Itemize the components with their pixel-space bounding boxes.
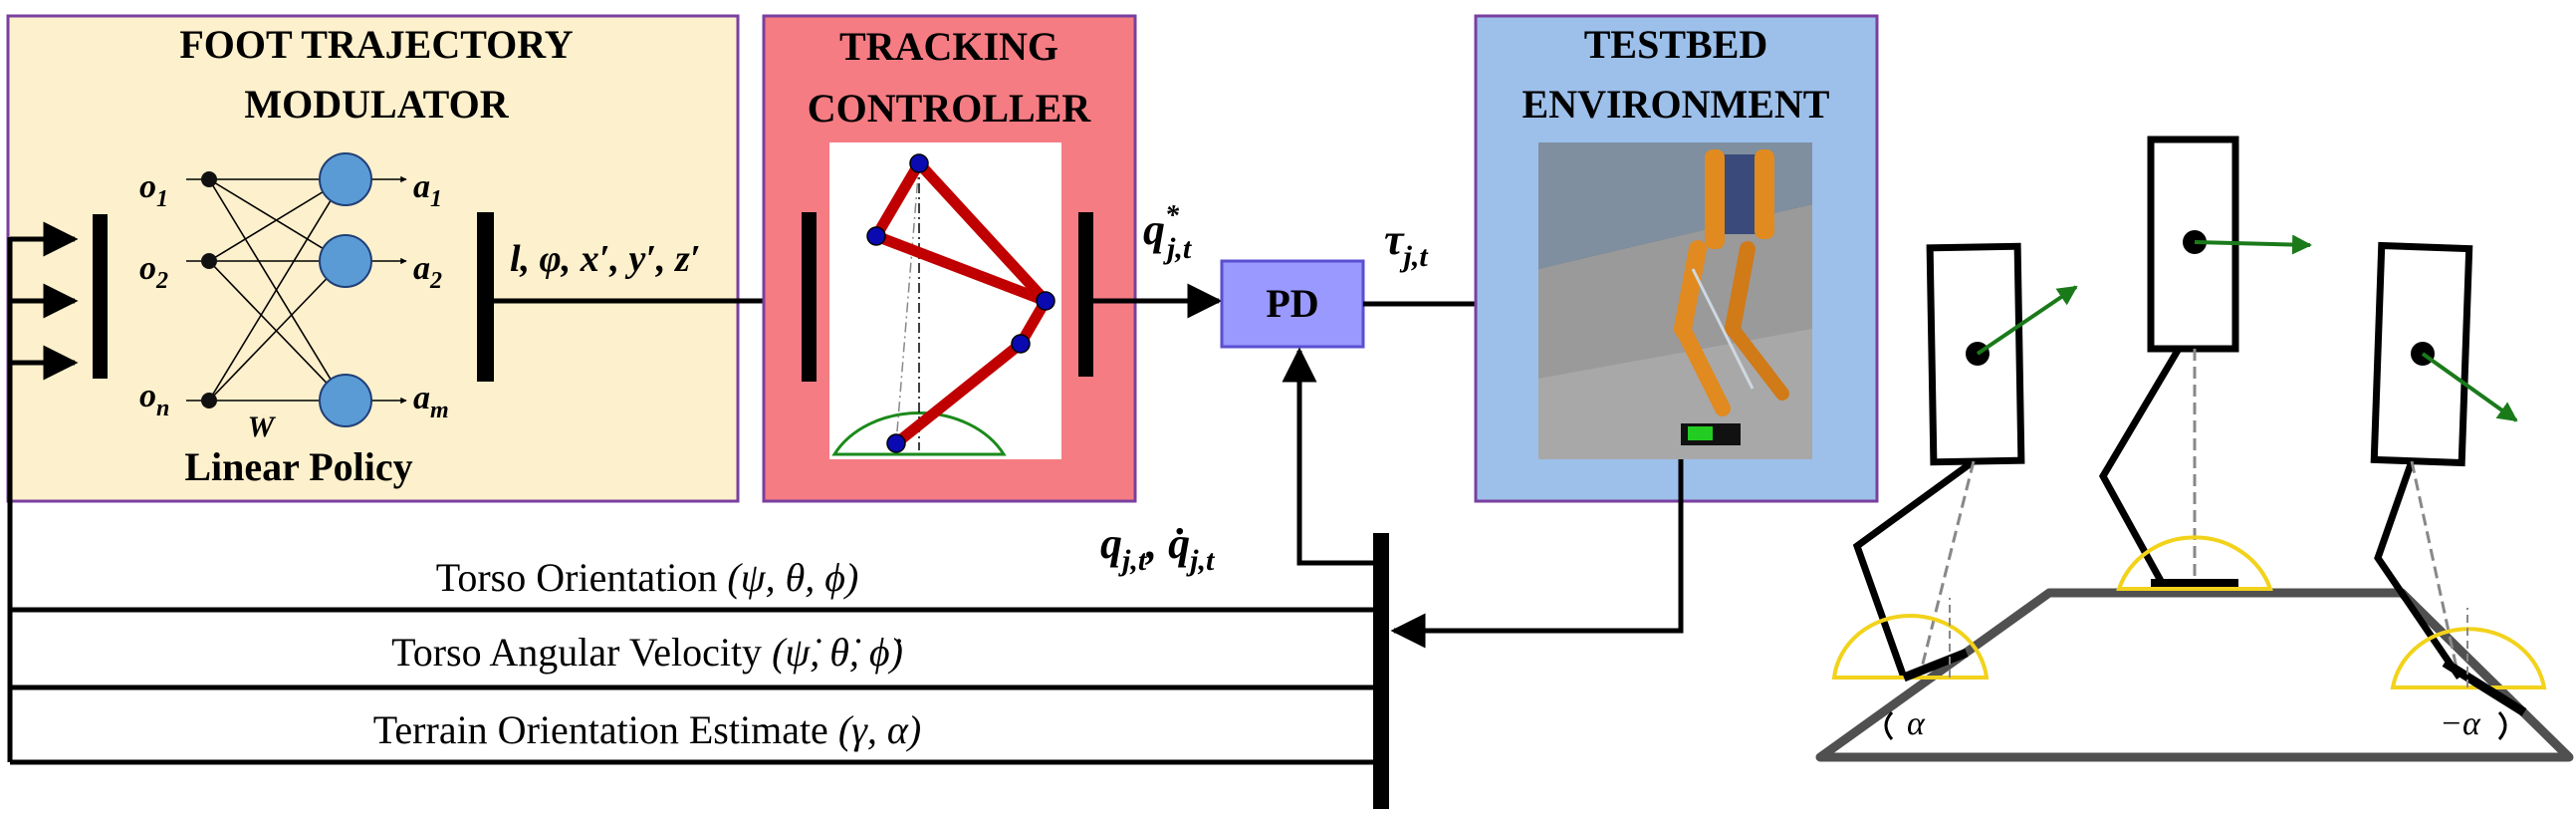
- joint-state-arrow: [1282, 347, 1373, 566]
- tracking-title-2: CONTROLLER: [808, 86, 1092, 131]
- input-label-o1: o1: [139, 168, 168, 212]
- angle-alpha-label: α: [1907, 705, 1926, 742]
- foot-workspace-left: [1831, 614, 1990, 680]
- foot-workspace-center: [2116, 535, 2273, 591]
- output-node-1: [319, 152, 372, 206]
- terrain-illustration: α −α: [1815, 136, 2574, 762]
- feedback-lines: [7, 237, 1373, 765]
- modulator-output-bar: [477, 212, 494, 382]
- foot-workspace-right: [2390, 627, 2547, 689]
- trajectory-params-label: l, φ, x′, y′, z′: [510, 238, 701, 280]
- feedback-collector-bar: [1373, 533, 1389, 809]
- modulator-title-1: FOOT TRAJECTORY: [179, 22, 573, 67]
- simulation-render: [1538, 142, 1812, 459]
- modulator-input-bar: [93, 214, 108, 379]
- robot-on-flat: [2098, 136, 2312, 591]
- modulator-box: [6, 14, 740, 503]
- foot-trajectory-modulator-block: FOOT TRAJECTORY MODULATOR Linear Policy: [6, 14, 740, 503]
- terrain-orientation-label: Terrain Orientation Estimate (γ, α): [373, 707, 921, 752]
- input-node-1: [201, 171, 217, 187]
- hip-foot-reference: [895, 162, 920, 444]
- testbed-feedback-line: [1390, 459, 1684, 649]
- input-node-n: [201, 393, 217, 408]
- tracking-output-bar: [1078, 212, 1093, 377]
- torso-angular-velocity-label: Torso Angular Velocity (ψ̇, θ̇, ϕ̇): [391, 630, 903, 675]
- modulator-title-2: MODULATOR: [244, 82, 509, 127]
- output-label-a1: a1: [413, 168, 442, 212]
- robot-on-down-slope: −α: [2370, 241, 2547, 742]
- torso-orientation-label: Torso Orientation (ψ, θ, ϕ): [436, 555, 859, 600]
- testbed-environment-block: TESTBED ENVIRONMENT: [1474, 14, 1879, 503]
- robot-on-up-slope: α: [1831, 242, 2078, 742]
- tracking-input-bar: [802, 212, 817, 382]
- tau-label: τj,t: [1384, 215, 1429, 273]
- foot-workspace-arc: [831, 410, 1007, 456]
- input-label-o2: o2: [139, 250, 168, 294]
- linear-policy-label: Linear Policy: [184, 444, 412, 489]
- tracking-controller-block: TRACKING CONTROLLER: [762, 14, 1137, 503]
- output-label-a2: a2: [413, 250, 442, 294]
- joint-state-label: qj,t, q̇j,t: [1100, 519, 1216, 577]
- output-label-am: am: [413, 380, 449, 423]
- input-node-2: [201, 253, 217, 269]
- weight-label: W: [248, 410, 277, 443]
- q-star-label: q*j,t: [1143, 200, 1193, 265]
- input-label-on: on: [139, 378, 169, 421]
- testbed-title-2: ENVIRONMENT: [1522, 82, 1830, 127]
- tracking-title-1: TRACKING: [839, 24, 1058, 69]
- testbed-title-1: TESTBED: [1584, 22, 1768, 67]
- leg-joints: [866, 153, 1055, 453]
- pd-label: PD: [1266, 281, 1318, 326]
- output-node-m: [319, 374, 372, 427]
- output-node-2: [319, 234, 372, 288]
- angle-neg-alpha-label: −α: [2440, 705, 2481, 742]
